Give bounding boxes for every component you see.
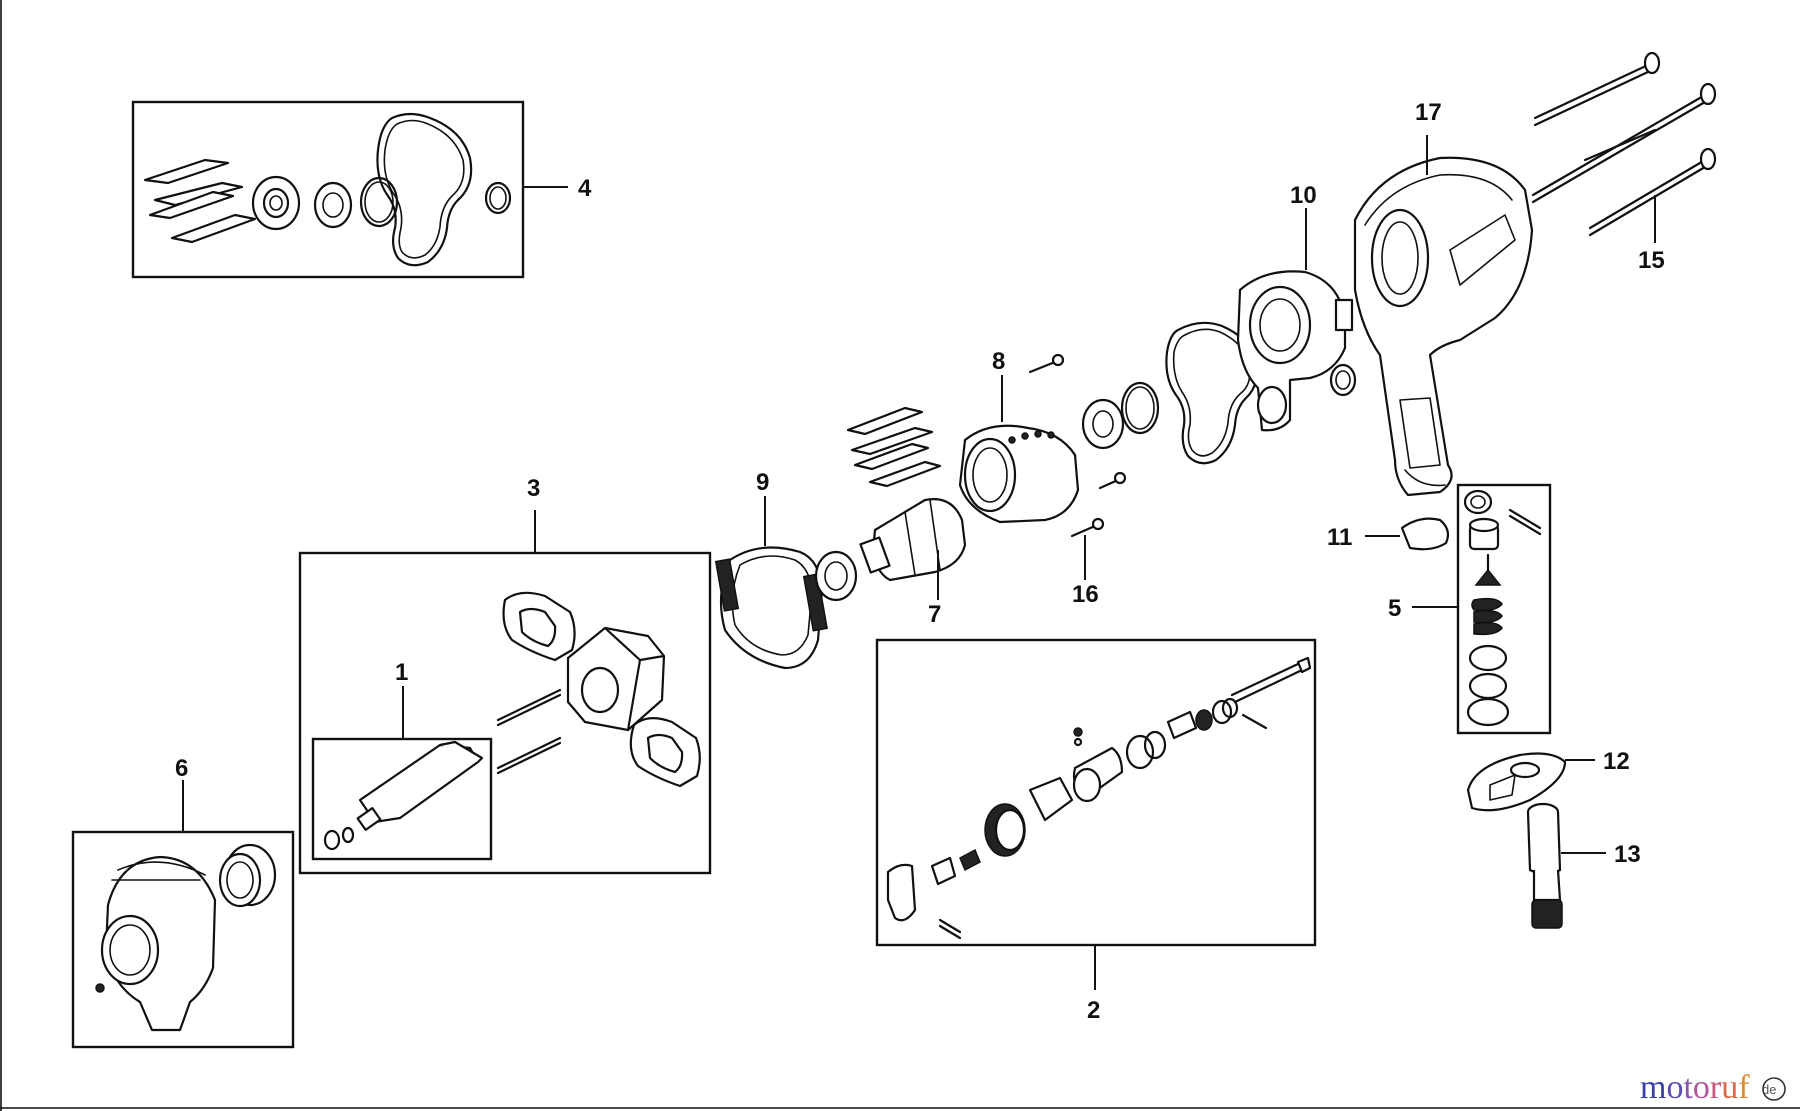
- kit-box-6: [71, 830, 295, 1049]
- watermark-letter: t: [1683, 1069, 1693, 1106]
- screw-low: [1070, 524, 1097, 538]
- watermark-suffix: de: [1762, 1082, 1776, 1097]
- watermark-letter: m: [1640, 1069, 1666, 1106]
- watermark-letter: f: [1738, 1069, 1750, 1106]
- watermark-circle-icon: [1762, 1077, 1786, 1101]
- callout-16: 16: [1072, 581, 1099, 608]
- rear-bearing: [1081, 398, 1125, 450]
- watermark-letter: r: [1710, 1069, 1722, 1106]
- callout-5: 5: [1388, 595, 1401, 622]
- kit-box-5: [1456, 483, 1552, 735]
- watermark-letter: o: [1666, 1069, 1683, 1106]
- callout-11: 11: [1327, 524, 1352, 551]
- part-15-bolts: [1531, 51, 1717, 237]
- part-9-end-plate: [714, 546, 828, 670]
- callout-2: 2: [1087, 997, 1100, 1024]
- part-11-pad: [1400, 517, 1450, 551]
- watermark-letter: o: [1693, 1069, 1710, 1106]
- screw-top: [1028, 360, 1057, 374]
- callout-15: 15: [1638, 247, 1665, 274]
- callout-7: 7: [928, 601, 941, 628]
- watermark-logo: motoruf de: [1640, 1069, 1786, 1106]
- rotor-vanes: [846, 406, 942, 488]
- watermark-letter: u: [1721, 1069, 1738, 1106]
- callout-6: 6: [175, 755, 188, 782]
- callout-12: 12: [1603, 748, 1630, 775]
- part-7-rotor: [859, 498, 967, 582]
- watermark-text: motoruf: [1640, 1069, 1750, 1106]
- small-seal: [1329, 363, 1357, 397]
- part-12-base-plate: [1466, 752, 1567, 812]
- kit-box-3: [298, 551, 712, 875]
- front-bearing: [814, 550, 858, 602]
- part-8-cylinder: [958, 424, 1080, 524]
- callout-1: 1: [395, 659, 408, 686]
- callout-3: 3: [527, 475, 540, 502]
- callout-17: 17: [1415, 99, 1442, 126]
- callout-8: 8: [992, 348, 1005, 375]
- o-ring: [1120, 381, 1160, 435]
- callout-4: 4: [578, 175, 592, 202]
- kit-box-4: [131, 100, 525, 279]
- part-13-air-inlet: [1526, 802, 1563, 929]
- callout-10: 10: [1290, 182, 1317, 209]
- callout-9: 9: [756, 469, 769, 496]
- callout-13: 13: [1614, 841, 1641, 868]
- part-17-housing: [1353, 156, 1534, 497]
- kit-box-2: [875, 638, 1317, 947]
- part-10-rear-cover: [1236, 270, 1354, 432]
